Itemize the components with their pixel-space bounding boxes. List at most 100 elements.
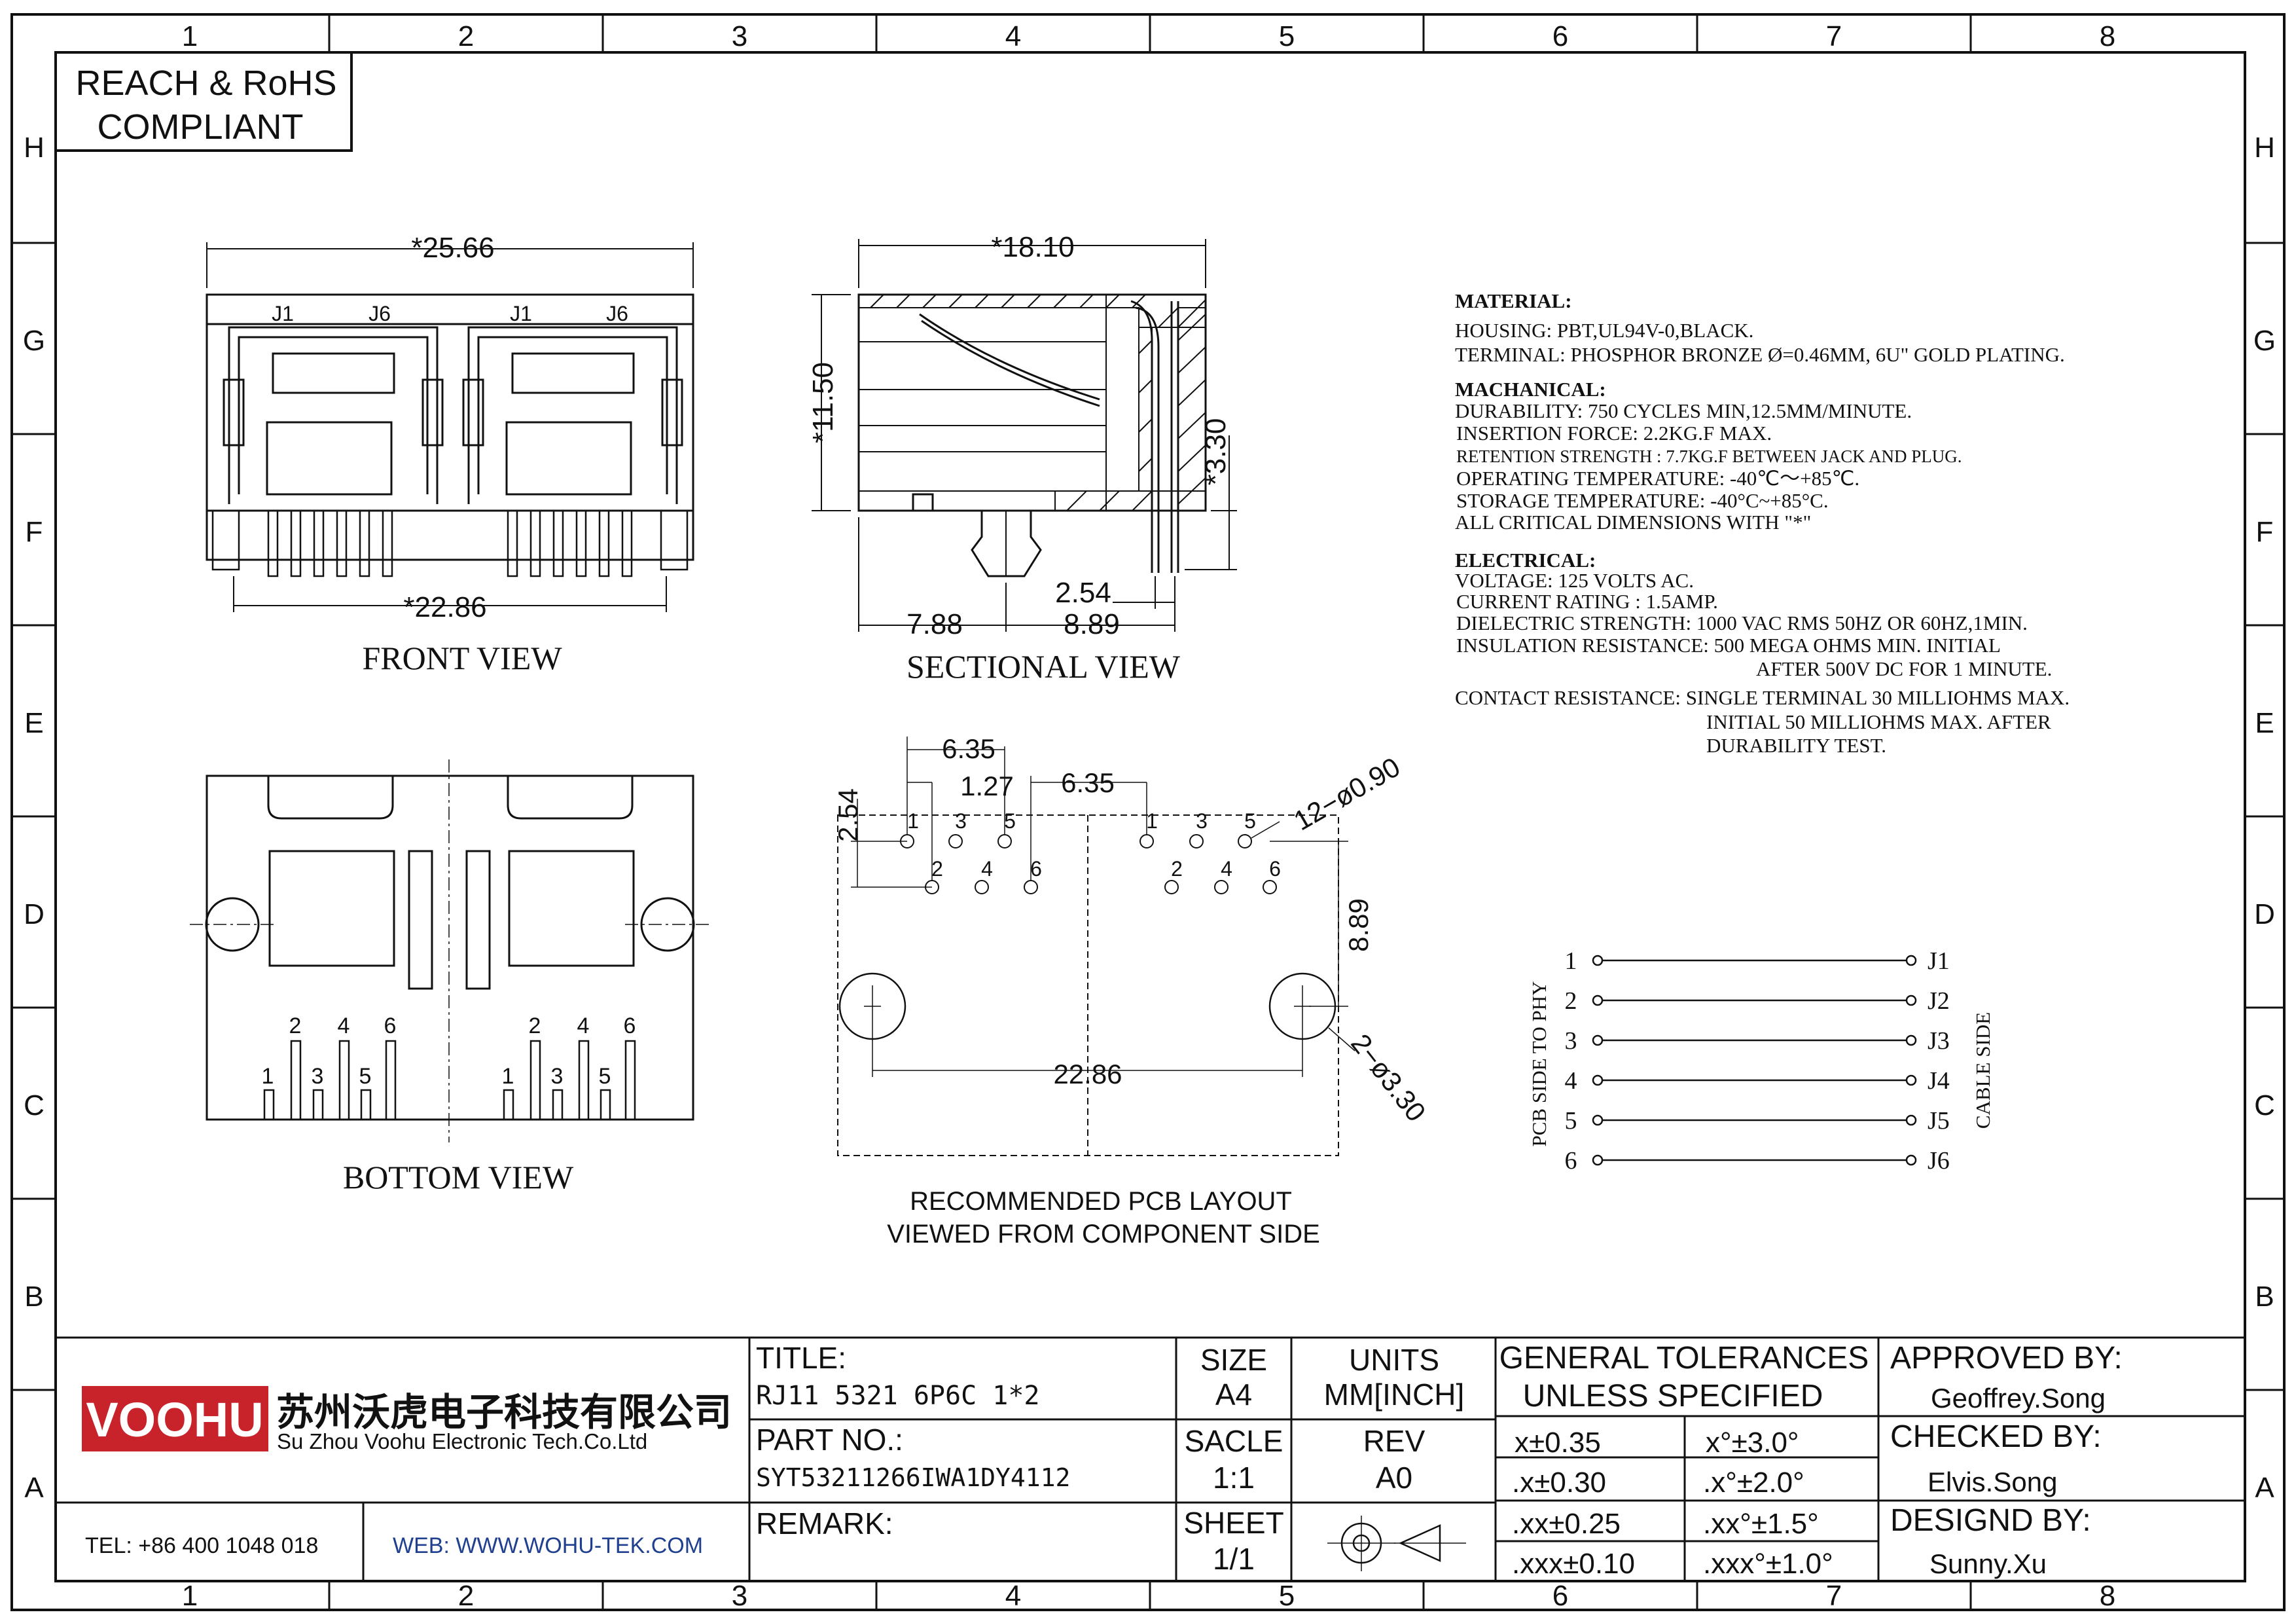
pcb-pin-2-left: 2 — [931, 857, 943, 881]
rev-label: REV — [1363, 1424, 1426, 1458]
row-label-e: E — [24, 707, 43, 739]
row-label-d-right: D — [2254, 898, 2275, 930]
wire-right-j2: J2 — [1928, 987, 1950, 1015]
pcb-pin-1-left: 1 — [907, 809, 919, 833]
row-label-b: B — [24, 1281, 43, 1313]
wire-left-5: 5 — [1565, 1107, 1577, 1135]
tolerance-angle-0: x°±3.0° — [1706, 1427, 1799, 1459]
bottom-view-title: BOTTOM VIEW — [343, 1159, 574, 1195]
wire-right-j3: J3 — [1928, 1027, 1950, 1055]
col-label-2: 2 — [458, 20, 474, 52]
electrical-heading: ELECTRICAL: — [1455, 549, 1596, 572]
pcb-pin-6-right: 6 — [1269, 857, 1281, 881]
mechanical-line-4: OPERATING TEMPERATURE: -40℃～+85℃. — [1456, 467, 1859, 490]
col-label-7-bottom: 7 — [1826, 1580, 1842, 1612]
pcb-hole-small-callout: 12−ø0.90 — [1289, 751, 1405, 836]
pcb-dim-889: 8.89 — [1343, 898, 1374, 952]
pcb-hole-big-callout: 2−ø3.30 — [1345, 1028, 1432, 1127]
bottom-pin-6-left: 6 — [384, 1013, 397, 1038]
part-no-label: PART NO.: — [756, 1423, 903, 1457]
col-label-1: 1 — [182, 20, 198, 52]
remark-label: REMARK: — [756, 1506, 893, 1541]
compliance-line-1: REACH & RoHS — [75, 64, 336, 103]
mechanical-line-3: RETENTION STRENGTH : 7.7KG.F BETWEEN JAC… — [1456, 447, 1962, 466]
material-line-2: TERMINAL: PHOSPHOR BRONZE Ø=0.46MM, 6U" … — [1455, 343, 2065, 366]
front-pin-label-j1-right: J1 — [510, 302, 532, 325]
pcb-layout-labels: 6.35 1.27 6.35 2.54 12−ø0.90 8.89 22.86 … — [833, 733, 1432, 1249]
company-web: WEB: WWW.WOHU-TEK.COM — [393, 1533, 703, 1558]
bottom-pin-6-right: 6 — [624, 1013, 636, 1038]
row-label-g: G — [23, 325, 45, 357]
front-pin-label-j6-left: J6 — [368, 302, 391, 325]
row-label-c-right: C — [2254, 1089, 2275, 1122]
pcb-pin-2-right: 2 — [1171, 857, 1183, 881]
wire-left-6: 6 — [1565, 1147, 1577, 1175]
pcb-pin-3-right: 3 — [1196, 809, 1208, 833]
checked-label: CHECKED BY: — [1890, 1419, 2102, 1454]
row-label-g-right: G — [2253, 325, 2276, 357]
sectional-dim-254: 2.54 — [1055, 577, 1111, 609]
col-label-2-bottom: 2 — [458, 1580, 474, 1612]
front-view-labels: *25.66 *22.86 J1 J6 J1 J6 FRONT VIEW — [272, 232, 628, 676]
bottom-pin-5-left: 5 — [359, 1064, 372, 1089]
col-label-5-bottom: 5 — [1279, 1580, 1295, 1612]
pcb-title-line-1: RECOMMENDED PCB LAYOUT — [910, 1187, 1292, 1216]
company-name-cn: 苏州沃虎电子科技有限公司 — [276, 1391, 732, 1434]
compliance-line-2: COMPLIANT — [97, 107, 303, 147]
col-label-4: 4 — [1005, 20, 1021, 52]
bottom-pin-4-left: 4 — [338, 1013, 350, 1038]
col-label-7: 7 — [1826, 20, 1842, 52]
size-label: SIZE — [1200, 1343, 1267, 1377]
tolerance-linear-2: .xx±0.25 — [1512, 1508, 1621, 1540]
pcb-layout — [837, 737, 1355, 1156]
bottom-pin-1-left: 1 — [262, 1064, 274, 1089]
approved-value: Geoffrey.Song — [1931, 1383, 2106, 1413]
title-block — [56, 1336, 2245, 1581]
wiring-labels: 1 2 3 4 5 6 J1 J2 J3 J4 J5 J6 PCB SIDE T… — [1528, 947, 1994, 1175]
wire-left-2: 2 — [1565, 987, 1577, 1015]
pcb-dim-2286: 22.86 — [1053, 1059, 1122, 1089]
bottom-pin-3-right: 3 — [551, 1064, 564, 1089]
bottom-view-labels: 1 2 3 4 5 6 1 2 3 4 5 6 BOTTOM VIEW — [262, 1013, 636, 1195]
wiring-left-label: PCB SIDE TO PHY — [1528, 981, 1551, 1147]
col-label-3: 3 — [732, 20, 747, 52]
bottom-pin-3-left: 3 — [312, 1064, 324, 1089]
pcb-pin-4-left: 4 — [981, 857, 993, 881]
row-label-h-right: H — [2254, 132, 2275, 164]
size-value: A4 — [1215, 1377, 1252, 1412]
wiring-right-label: CABLE SIDE — [1971, 1012, 1994, 1129]
electrical-line-4: INSULATION RESISTANCE: 500 MEGA OHMS MIN… — [1456, 634, 2001, 657]
company-logo: VOOHU — [82, 1386, 268, 1451]
part-no-value: SYT53211266IWA1DY4112 — [756, 1463, 1070, 1492]
mechanical-line-2: INSERTION FORCE: 2.2KG.F MAX. — [1456, 422, 1772, 445]
compliance-box: REACH & RoHS COMPLIANT — [54, 51, 353, 152]
wire-left-4: 4 — [1565, 1067, 1577, 1095]
sectional-view — [812, 239, 1237, 632]
designed-label: DESIGND BY: — [1890, 1503, 2091, 1538]
col-label-5: 5 — [1279, 20, 1295, 52]
rev-value: A0 — [1376, 1461, 1412, 1495]
wire-right-j5: J5 — [1928, 1107, 1950, 1135]
sheet-label: SHEET — [1183, 1506, 1283, 1540]
col-label-6: 6 — [1552, 20, 1568, 52]
frame-labels: 1 2 3 4 5 6 7 8 1 2 3 4 5 6 7 8 H G F E … — [23, 20, 2276, 1612]
wire-right-j4: J4 — [1928, 1067, 1950, 1095]
mechanical-line-5: STORAGE TEMPERATURE: -40°C~+85°C. — [1456, 489, 1829, 512]
electrical-line-5: AFTER 500V DC FOR 1 MINUTE. — [1756, 657, 2052, 680]
bottom-pin-2-right: 2 — [529, 1013, 541, 1038]
sheet-value: 1/1 — [1213, 1542, 1255, 1576]
row-label-a-right: A — [2255, 1472, 2274, 1504]
logo-text: VOOHU — [86, 1393, 263, 1447]
front-pitch-dim: *22.86 — [403, 591, 486, 623]
pcb-title-line-2: VIEWED FROM COMPONENT SIDE — [887, 1220, 1320, 1249]
bottom-pin-1-right: 1 — [502, 1064, 514, 1089]
bottom-pin-2-left: 2 — [289, 1013, 302, 1038]
electrical-line-7: INITIAL 50 MILLIOHMS MAX. AFTER — [1706, 710, 2051, 733]
pcb-dim-635-b: 6.35 — [1061, 767, 1115, 798]
col-label-8: 8 — [2100, 20, 2115, 52]
electrical-line-1: VOLTAGE: 125 VOLTS AC. — [1455, 569, 1694, 592]
title-label: TITLE: — [756, 1341, 846, 1375]
spec-notes: MATERIAL: HOUSING: PBT,UL94V-0,BLACK. TE… — [1455, 289, 2070, 757]
bottom-pin-5-right: 5 — [599, 1064, 611, 1089]
row-label-f-right: F — [2256, 516, 2274, 548]
